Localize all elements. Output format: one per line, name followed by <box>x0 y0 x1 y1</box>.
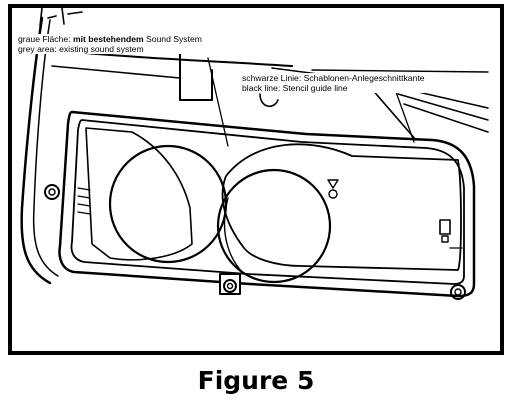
label-grey-area-de: graue Fläche: mit bestehendem Sound Syst… <box>18 34 202 44</box>
label-black-line: schwarze Linie: Schablonen-Anlegeschnitt… <box>242 73 425 93</box>
label-grey-area-en: grey area: existing sound system <box>18 44 144 54</box>
leader-line-grey <box>207 57 229 147</box>
rectangular-cutout-small <box>441 235 449 243</box>
round-marker <box>328 189 338 199</box>
small-arc <box>259 93 279 107</box>
label-black-line-en: black line: Stencil guide line <box>242 83 348 93</box>
handwriting-mark <box>39 8 83 27</box>
screw-bottom-mid <box>219 273 241 295</box>
triangle-marker <box>327 179 339 189</box>
door-upper-edge-inner <box>51 65 181 79</box>
door-panel-drawing <box>20 8 489 300</box>
right-speaker-rim <box>223 197 245 275</box>
panel-outline-outer <box>58 110 476 298</box>
door-trim-outer <box>20 16 52 285</box>
mount-bracket <box>179 53 213 101</box>
window-frame-right <box>311 69 489 73</box>
figure-frame: graue Fläche: mit bestehendem Sound Syst… <box>8 4 504 355</box>
leader-line-black <box>395 91 415 143</box>
figure-caption: Figure 5 <box>197 366 315 395</box>
door-trim-inner <box>32 19 59 277</box>
panel-outline-inner <box>70 119 465 285</box>
right-speaker-circle <box>216 168 332 284</box>
rectangular-cutout <box>439 219 451 235</box>
screw-left <box>44 184 60 200</box>
left-ticks <box>77 187 91 215</box>
label-grey-area: graue Fläche: mit bestehendem Sound Syst… <box>18 34 202 54</box>
label-black-line-de: schwarze Linie: Schablonen-Anlegeschnitt… <box>242 73 425 83</box>
left-recess-outline <box>85 127 193 261</box>
screw-bottom-right <box>450 284 466 300</box>
right-speaker-housing <box>221 143 462 271</box>
